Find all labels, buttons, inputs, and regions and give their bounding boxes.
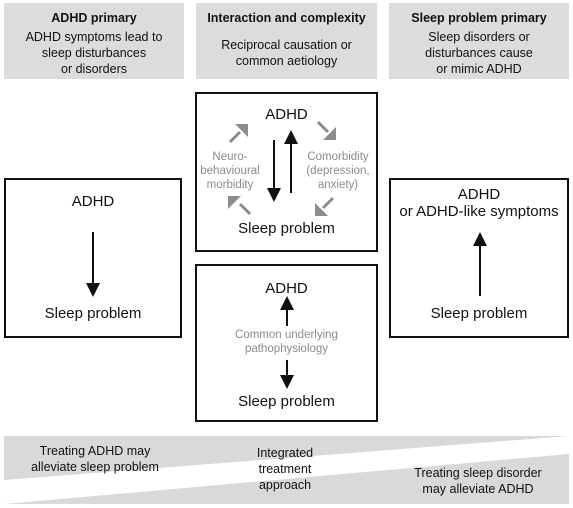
- footer-line: treatment: [258, 462, 312, 476]
- box-label-adhd: ADHD: [265, 280, 308, 297]
- footer-integrated: Integrated treatment approach: [210, 445, 360, 493]
- footer-line: Treating sleep disorder: [414, 466, 542, 480]
- box-label-sleep-problem: Sleep problem: [44, 305, 142, 322]
- header-line: ADHD symptoms lead to: [25, 30, 163, 44]
- box-label-sleep-problem: Sleep problem: [430, 305, 528, 322]
- footer-line: approach: [258, 478, 312, 492]
- box-label-adhd-like: or ADHD-like symptoms: [399, 203, 559, 220]
- header-sleep-primary: Sleep problem primary Sleep disorders or…: [389, 3, 569, 79]
- header-description: Reciprocal causation or common aetiology: [196, 37, 377, 69]
- footer-wedge-left: [4, 436, 569, 480]
- header-description: Sleep disorders or disturbances cause or…: [389, 29, 569, 77]
- box-label-adhd: ADHD: [457, 186, 501, 203]
- box-label-sleep-problem: Sleep problem: [238, 220, 335, 237]
- footer-line: Treating ADHD may: [39, 444, 151, 458]
- gray-arrow-up-right-icon: [228, 124, 248, 144]
- footer-treat-sleep: Treating sleep disorder may alleviate AD…: [392, 465, 564, 497]
- gray-line: anxiety): [317, 179, 359, 191]
- footer-line: alleviate sleep problem: [31, 460, 159, 474]
- gray-line: behavioural: [200, 165, 260, 177]
- gray-line: pathophysiology: [244, 343, 329, 355]
- neurobehavioural-morbidity-label: Neuro- behavioural morbidity: [199, 150, 261, 192]
- gray-line: Common underlying: [235, 329, 338, 341]
- comorbidity-label: Comorbidity (depression, anxiety): [301, 150, 375, 192]
- header-line: sleep disturbances: [41, 46, 147, 60]
- header-line: or disorders: [61, 62, 127, 76]
- common-pathophysiology-label: Common underlying pathophysiology: [197, 328, 376, 356]
- arrow-up-icon: [284, 130, 298, 193]
- footer-line: may alleviate ADHD: [422, 482, 534, 496]
- box-label-adhd: ADHD: [71, 193, 115, 210]
- arrow-down-icon: [267, 140, 281, 202]
- box-reciprocal: ADHD Sleep problem Neuro- behavioural mo…: [195, 92, 378, 252]
- header-title: ADHD primary: [51, 11, 137, 25]
- box-label-sleep-problem: Sleep problem: [238, 393, 335, 410]
- gray-arrow-down-right-icon: [316, 120, 336, 140]
- header-description: ADHD symptoms lead to sleep disturbances…: [4, 29, 184, 77]
- header-line: disturbances cause: [425, 46, 533, 60]
- gray-arrow-down-left-icon: [315, 196, 335, 216]
- footer-treat-adhd: Treating ADHD may alleviate sleep proble…: [10, 443, 180, 475]
- footer-wedge-right: [4, 454, 569, 504]
- box-sleep-primary: ADHD or ADHD-like symptoms Sleep problem: [389, 178, 569, 338]
- box-common-aetiology: ADHD Common underlying pathophysiology S…: [195, 264, 378, 422]
- gray-arrow-up-left-icon: [228, 196, 252, 216]
- arrow-up-icon: [473, 232, 487, 296]
- header-line: or mimic ADHD: [436, 62, 522, 76]
- arrow-down-icon: [86, 232, 100, 297]
- footer-line: Integrated: [256, 446, 314, 460]
- header-adhd-primary: ADHD primary ADHD symptoms lead to sleep…: [4, 3, 184, 79]
- header-line: common aetiology: [235, 54, 338, 68]
- header-interaction: Interaction and complexity Reciprocal ca…: [196, 3, 377, 79]
- gray-line: Comorbidity: [307, 151, 369, 163]
- arrow-down-icon: [280, 360, 294, 389]
- gray-line: (depression,: [306, 165, 370, 177]
- header-title: Interaction and complexity: [207, 11, 366, 25]
- box-label-adhd: ADHD: [265, 106, 308, 123]
- header-title: Sleep problem primary: [411, 11, 547, 25]
- header-line: Reciprocal causation or: [221, 38, 352, 52]
- header-line: Sleep disorders or: [428, 30, 530, 44]
- gray-line: morbidity: [206, 179, 254, 191]
- arrow-up-icon: [280, 296, 294, 326]
- gray-line: Neuro-: [212, 151, 248, 163]
